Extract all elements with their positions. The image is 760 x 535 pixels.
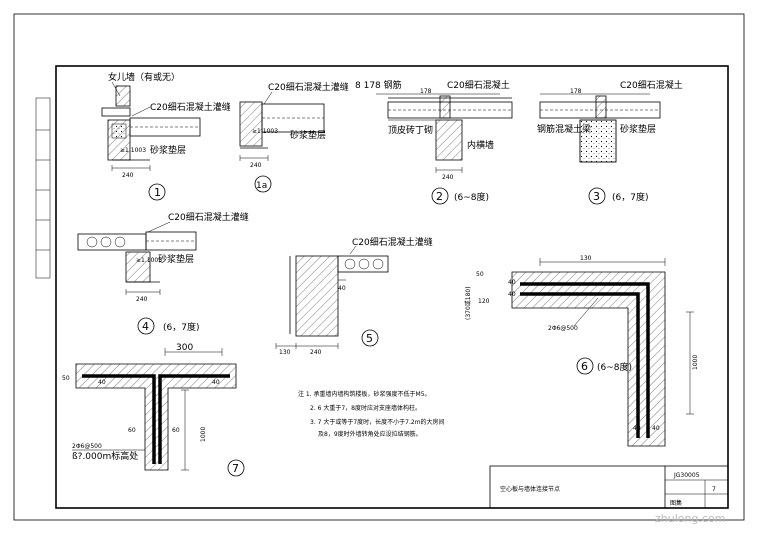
detail-6-dim-40a: 40 — [508, 279, 516, 286]
detail-2-suffix: (6~8度) — [454, 191, 489, 203]
outer-frame — [13, 13, 745, 521]
detail-7: 300 50 40 40 60 60 1000 2Φ6@500 ß?.000m标… — [62, 343, 245, 477]
detail-3-left-label: 钢筋混凝土梁 — [537, 123, 591, 135]
detail-7-mark: 7 — [232, 462, 239, 475]
note-2: 2. 6 大重于7，8度时应对支座墙体构柱。 — [310, 404, 421, 412]
detail-1-small: ≥1.1003 — [120, 147, 146, 154]
detail-2-slab-label: C20细石混凝土 — [447, 79, 510, 91]
note-1: 注 1. 承重墙内墙构筑楼板，砂浆强度不低于M5。 — [298, 390, 431, 398]
detail-2-mark: 2 — [436, 190, 443, 203]
detail-3-mortar: 砂浆垫层 — [620, 123, 656, 135]
note-3: 3. 7 大于或等于7度时，长度不小于7.2m的大房间 — [310, 418, 445, 426]
detail-5-slab-label: C20细石混凝土灌缝 — [352, 236, 433, 248]
detail-4-slab-label: C20细石混凝土灌缝 — [168, 211, 249, 223]
detail-2-span: 178 — [420, 88, 432, 95]
detail-2-left-label: 顶皮砖丁砌 — [388, 124, 433, 136]
detail-3: C20细石混凝土 178 钢筋混凝土梁 砂浆垫层 3 (6，7度) — [537, 79, 683, 205]
detail-6-dim-40c: 40 — [633, 425, 641, 432]
detail-4-small: ≥1.1003 — [136, 257, 162, 264]
detail-4-mark: 4 — [142, 320, 149, 333]
notes: 注 1. 承重墙内墙构筑楼板，砂浆强度不低于M5。 2. 6 大重于7，8度时应… — [298, 390, 445, 438]
detail-4-suffix: (6，7度) — [163, 321, 199, 333]
detail-6-mark: 6 — [581, 360, 588, 373]
detail-6-dim-top: 130 — [580, 255, 592, 262]
detail-5: C20细石混凝土灌缝 40 130 240 5 — [275, 236, 433, 356]
detail-7-dim-top: 300 — [176, 343, 193, 353]
detail-3-suffix: (6，7度) — [612, 191, 648, 203]
title-block: 空心板与墙体连接节点 JG30005 图集 7 — [489, 465, 729, 509]
detail-5-dim-a: 130 — [279, 349, 291, 356]
sheet-label: 图集 — [670, 499, 682, 507]
detail-2-dim: 240 — [442, 174, 454, 181]
drawing-code: JG30005 — [673, 472, 700, 479]
detail-2-rebar: 8 178 钢筋 — [355, 79, 402, 91]
detail-6-dim-120: 120 — [478, 298, 490, 305]
detail-4-dim: 240 — [136, 296, 148, 303]
detail-4: C20细石混凝土灌缝 砂浆垫层 ≥1.1003 240 4 (6，7度) — [77, 211, 249, 335]
detail-1-mortar: 砂浆垫层 — [150, 144, 186, 156]
page-number: 7 — [712, 486, 716, 493]
detail-5-dim-b: 240 — [310, 349, 322, 356]
detail-2-right-label: 内横墙 — [467, 139, 494, 151]
detail-2: 8 178 钢筋 C20细石混凝土 178 顶皮砖丁砌 内横墙 240 2 (6… — [355, 79, 513, 205]
detail-7-dim-40b: 40 — [212, 379, 220, 386]
binding-strip — [35, 97, 51, 279]
detail-6-dim-wall: (370或180) — [464, 286, 472, 320]
detail-3-span: 178 — [570, 88, 582, 95]
detail-4-mortar: 砂浆垫层 — [158, 253, 194, 265]
detail-6-dim-40b: 40 — [508, 291, 516, 298]
detail-1a: C20细石混凝土灌缝 砂浆垫层 ≥1.1003 240 1a — [239, 81, 349, 193]
detail-1a-small: ≥1.1003 — [252, 128, 278, 135]
detail-7-dim-1000: 1000 — [200, 427, 207, 442]
detail-1a-mortar: 砂浆垫层 — [290, 129, 326, 141]
detail-7-dim-40a: 40 — [98, 379, 106, 386]
detail-5-mark: 5 — [366, 332, 373, 345]
detail-1-dim: 240 — [122, 172, 134, 179]
detail-3-mark: 3 — [593, 190, 600, 203]
detail-7-level: ß?.000m标高处 — [72, 450, 138, 462]
note-4: 及8，9度时外墙转角处应设拉结钢筋。 — [318, 430, 422, 438]
detail-1a-dim: 240 — [250, 162, 262, 169]
detail-1-slab-label: C20细石混凝土灌缝 — [150, 101, 231, 113]
detail-1a-slab-label: C20细石混凝土灌缝 — [268, 81, 349, 93]
detail-5-small: 40 — [338, 285, 346, 292]
watermark: zhulong.com — [655, 512, 725, 525]
detail-7-dim-60b: 60 — [172, 427, 180, 434]
detail-6-dim-40d: 40 — [652, 425, 660, 432]
detail-6-dim-50: 50 — [476, 271, 484, 278]
detail-1: 女儿墙（有或无） C20细石混凝土灌缝 砂浆垫层 ≥1.1003 240 1 — [101, 71, 231, 201]
detail-7-rebar: 2Φ6@500 — [72, 443, 102, 450]
detail-1a-mark: 1a — [256, 181, 267, 191]
detail-6: 130 2Φ6@500 40 40 50 120 (370或180) 1000 … — [464, 255, 699, 447]
detail-1-mark: 1 — [154, 186, 161, 199]
detail-6-dim-right: 1000 — [692, 355, 699, 370]
detail-7-dim-50: 50 — [62, 375, 70, 382]
drawing-title: 空心板与墙体连接节点 — [500, 485, 560, 493]
detail-6-suffix: (6~8度) — [597, 361, 632, 373]
detail-3-slab-label: C20细石混凝土 — [620, 79, 683, 91]
inner-frame — [55, 65, 729, 509]
detail-7-dim-60a: 60 — [128, 427, 136, 434]
detail-1-top-label: 女儿墙（有或无） — [108, 71, 180, 83]
detail-6-rebar: 2Φ6@500 — [548, 325, 578, 332]
